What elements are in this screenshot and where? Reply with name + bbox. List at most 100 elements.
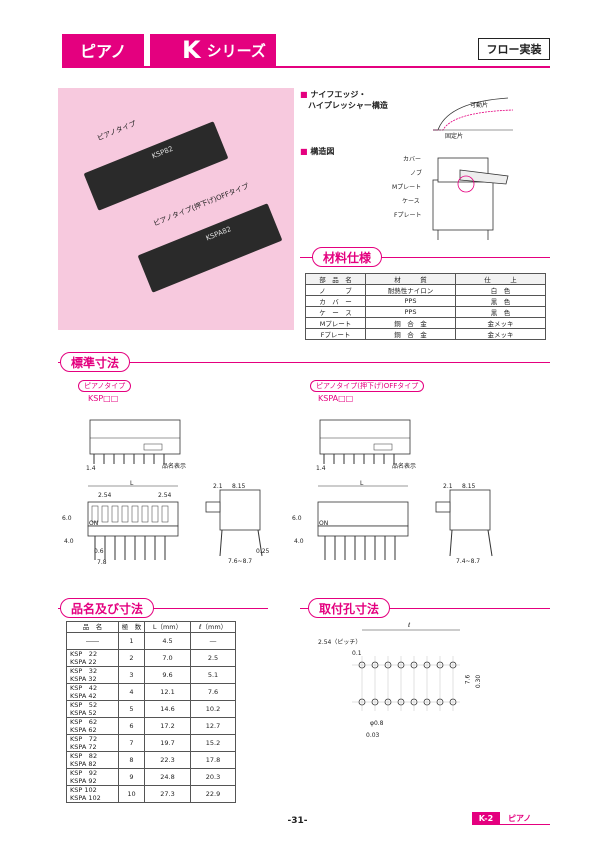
structure-text: 構造図 bbox=[310, 147, 335, 156]
series-tab: K シリーズ bbox=[150, 34, 276, 66]
photo-label-top: ピアノタイプ bbox=[96, 119, 138, 143]
dim-L-value: 27.3 bbox=[144, 785, 191, 803]
dim-7-6-8-7: 7.6~8.7 bbox=[228, 558, 253, 565]
model-name-1: KSP 52 bbox=[70, 701, 98, 709]
dim-7-4-8-7: 7.4~8.7 bbox=[456, 558, 481, 565]
table-cell: カ バ ー bbox=[305, 295, 366, 307]
feature-1-line2: ハイプレッシャー構造 bbox=[308, 101, 388, 110]
right-front-view bbox=[317, 485, 409, 560]
models-header: ℓ（mm） bbox=[190, 621, 236, 633]
on-label: ON bbox=[89, 520, 99, 527]
label-knob: ノブ bbox=[410, 170, 423, 177]
model-name-1: KSP 22 bbox=[70, 650, 98, 658]
dim-0-30: 0.30 bbox=[475, 674, 483, 689]
model-name-2: KSPA 82 bbox=[70, 760, 97, 768]
model-name-1: KSP 32 bbox=[70, 667, 98, 675]
dim-1-4-right: 1.4 bbox=[316, 465, 326, 472]
model-name-2: KSPA 52 bbox=[70, 709, 97, 717]
model-name-2: KSPA 22 bbox=[70, 658, 97, 666]
table-cell: 黒 色 bbox=[455, 306, 546, 318]
dim-L-value: 17.2 bbox=[144, 717, 191, 735]
table-cell: PPS bbox=[365, 295, 456, 307]
model-name-2: KSPA 32 bbox=[70, 675, 97, 683]
dim-6-0-right: 6.0 bbox=[292, 515, 302, 522]
right-type-code: KSPA□□ bbox=[318, 394, 354, 403]
category-label: ピアノ bbox=[80, 42, 127, 61]
label-cover: カバー bbox=[403, 156, 422, 163]
dim-l-value: 22.9 bbox=[190, 785, 236, 803]
materials-header-row: 部 品 名 材 質 仕 上 bbox=[305, 273, 546, 285]
dim-l-value: 7.6 bbox=[190, 683, 236, 701]
chip-text-top: KSP82 bbox=[150, 144, 175, 161]
right-type-tag: ピアノタイプ(押下げ)OFFタイプ bbox=[310, 380, 425, 392]
dim-l-value: 10.2 bbox=[190, 700, 236, 718]
category-tab: ピアノ bbox=[62, 34, 144, 66]
model-name-1: KSP 62 bbox=[70, 718, 98, 726]
dim-L-value: 22.3 bbox=[144, 751, 191, 769]
table-cell: PPS bbox=[365, 306, 456, 318]
dim-2-1: 2.1 bbox=[213, 483, 223, 490]
models-rule bbox=[58, 608, 268, 609]
series-label: シリーズ bbox=[206, 41, 266, 60]
poles: 8 bbox=[118, 751, 145, 769]
poles: 2 bbox=[118, 649, 145, 667]
dim-l-value: 15.2 bbox=[190, 734, 236, 752]
materials-header: 部 品 名 bbox=[305, 273, 366, 285]
model-name-1: KSP 42 bbox=[70, 684, 98, 692]
dim-l-value: ― bbox=[190, 632, 236, 650]
movable-label: 可動片 bbox=[470, 102, 489, 109]
table-row: Fプレート銅 合 金金メッキ bbox=[305, 328, 546, 340]
poles: 6 bbox=[118, 717, 145, 735]
chip-text-bottom: KSPA82 bbox=[204, 225, 233, 243]
right-top-view bbox=[319, 419, 411, 464]
marking-label: 品名表示 bbox=[162, 463, 187, 470]
dim-6-0: 6.0 bbox=[62, 515, 72, 522]
poles: 7 bbox=[118, 734, 145, 752]
poles: 4 bbox=[118, 683, 145, 701]
dim-0-1: 0.1 bbox=[352, 650, 362, 657]
table-cell: 黒 色 bbox=[455, 295, 546, 307]
model-name: ―― bbox=[66, 632, 119, 650]
pitch-label: 2.54（ピッチ） bbox=[318, 639, 362, 646]
dim-0-6: 0.6 bbox=[94, 548, 104, 555]
knife-edge-diagram bbox=[433, 97, 514, 131]
dim-l-value: 17.8 bbox=[190, 751, 236, 769]
feature-1b: ハイプレッシャー構造 bbox=[308, 100, 388, 111]
dim-0-03: 0.03 bbox=[366, 732, 380, 739]
on-label-right: ON bbox=[319, 520, 329, 527]
dim-2-1-right: 2.1 bbox=[443, 483, 453, 490]
dim-7-6-hole: 7.6 bbox=[464, 674, 472, 685]
marking-label-right: 品名表示 bbox=[392, 463, 417, 470]
poles: 3 bbox=[118, 666, 145, 684]
structure-diagram bbox=[432, 157, 509, 240]
model-name-1: KSP 72 bbox=[70, 735, 98, 743]
table-cell: 金メッキ bbox=[455, 317, 546, 329]
left-front-view bbox=[87, 485, 179, 560]
label-fplate: Fプレート bbox=[394, 212, 422, 219]
dim-4-0-right: 4.0 bbox=[294, 538, 304, 545]
table-cell: 耐熱性ナイロン bbox=[365, 284, 456, 296]
table-cell: 銅 合 金 bbox=[365, 328, 456, 340]
model-name-2: KSPA 72 bbox=[70, 743, 97, 751]
feature-1: ■ ナイフエッジ・ bbox=[300, 90, 367, 99]
holes-rule bbox=[300, 608, 550, 609]
table-cell: ケ ー ス bbox=[305, 306, 366, 318]
poles: 9 bbox=[118, 768, 145, 786]
poles: 10 bbox=[118, 785, 145, 803]
table-cell: Fプレート bbox=[305, 328, 366, 340]
ell-label: ℓ bbox=[408, 622, 411, 629]
materials-rule bbox=[300, 257, 550, 258]
